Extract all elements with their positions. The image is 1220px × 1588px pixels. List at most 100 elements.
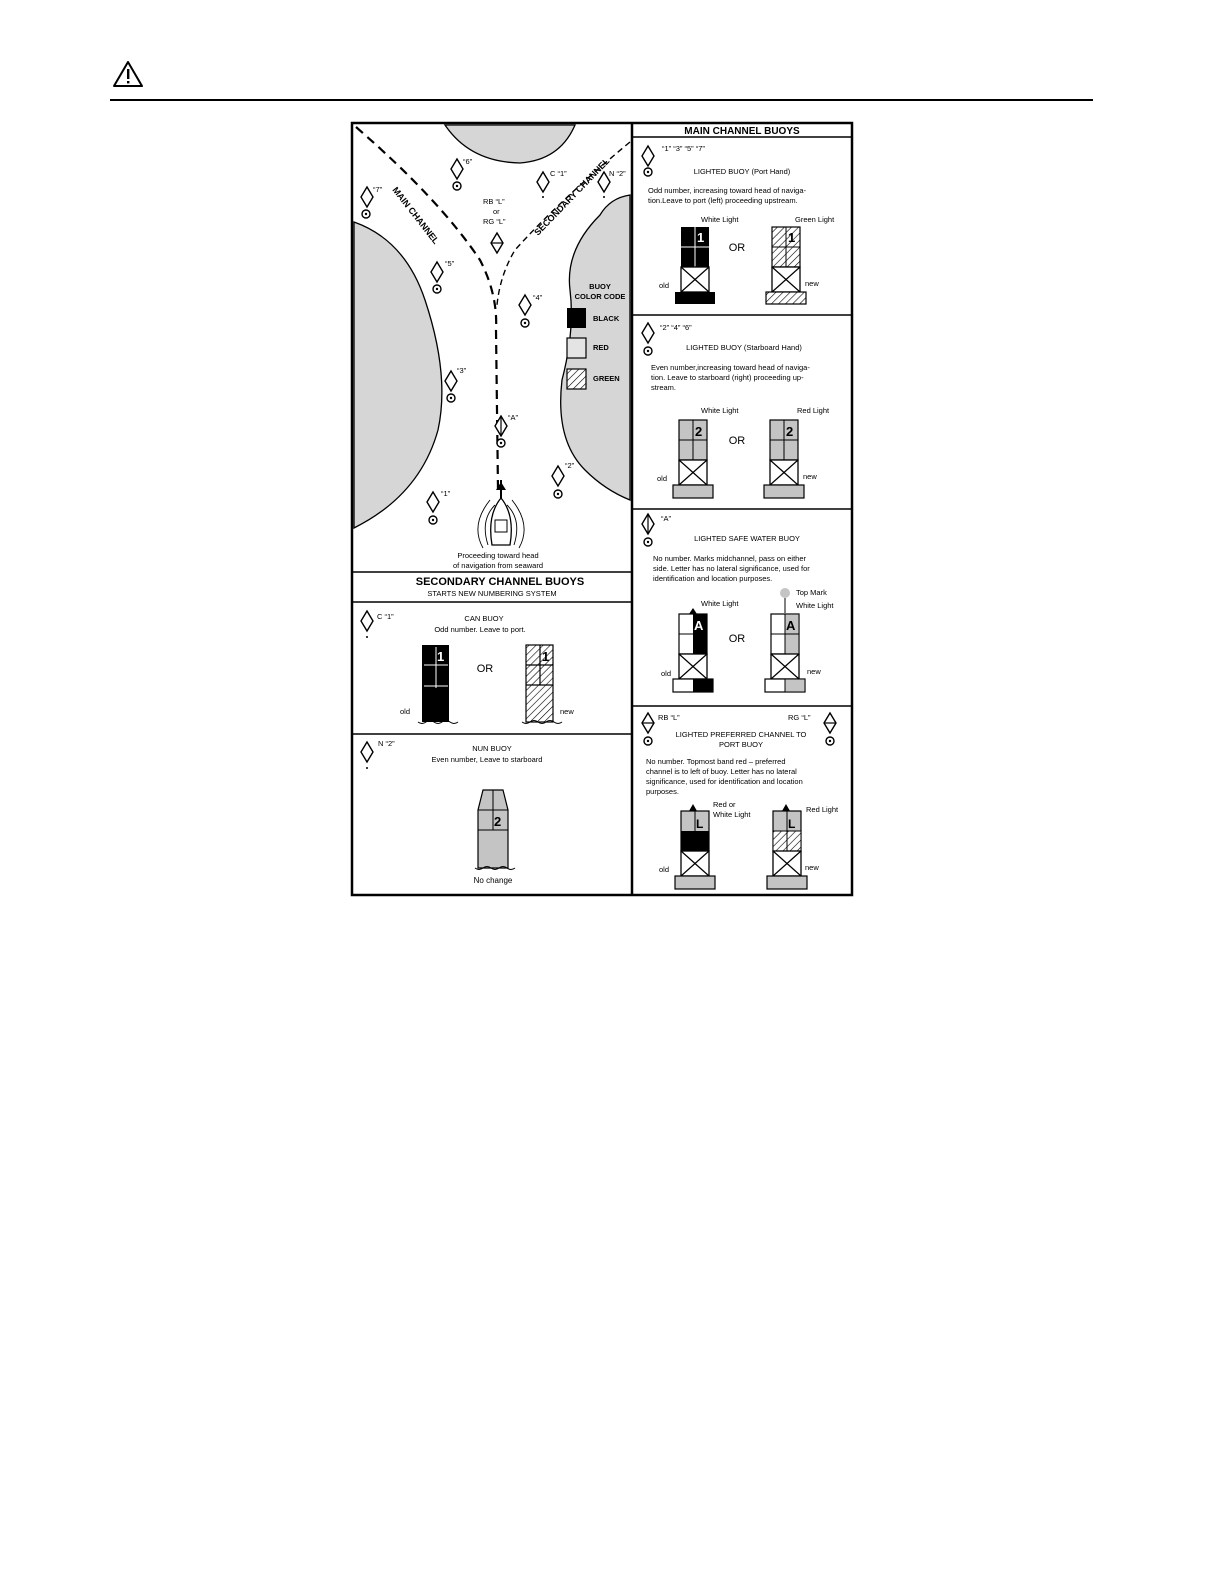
can-buoy-panel: C “1” CAN BUOY Odd number. Leave to port… — [360, 610, 574, 724]
secondary-title: SECONDARY CHANNEL BUOYS — [416, 576, 585, 588]
port-or: OR — [729, 242, 746, 254]
starboard-new-label: new — [803, 472, 817, 481]
port-new-number: 1 — [788, 230, 795, 245]
starboard-light-old: White Light — [701, 406, 739, 415]
warning-triangle-icon — [113, 61, 143, 87]
starboard-name: LIGHTED BUOY (Starboard Hand) — [686, 343, 802, 352]
legend-title: BUOY — [589, 282, 611, 291]
can-desc: Odd number. Leave to port. — [434, 625, 525, 634]
preferred-old-letter: L — [696, 817, 703, 831]
land-top — [443, 124, 576, 164]
nun-code: N “2” — [378, 739, 395, 748]
legend-red-swatch — [566, 337, 587, 359]
nun-name: NUN BUOY — [472, 744, 512, 753]
safe-desc-3: identification and location purposes. — [653, 574, 772, 583]
buoy-7-label: “7” — [373, 185, 383, 194]
preferred-light-new: Red Light — [806, 805, 839, 814]
starboard-new-number: 2 — [786, 424, 793, 439]
buoy-n2-label: N “2” — [609, 169, 626, 178]
starboard-light-new: Red Light — [797, 406, 830, 415]
preferred-new-letter: L — [788, 817, 795, 831]
safe-new-label: new — [807, 667, 821, 676]
nun-number: 2 — [494, 814, 501, 829]
port-codes: “1” “3” “5” “7” — [662, 144, 705, 153]
secondary-channel-line — [496, 141, 631, 306]
port-desc-1: Odd number, increasing toward head of na… — [648, 186, 807, 195]
nun-no-change: No change — [474, 876, 513, 885]
buoy-2-label: “2” — [565, 461, 575, 470]
preferred-rg: RG “L” — [788, 713, 811, 722]
map-caption-1: Proceeding toward head — [457, 551, 538, 560]
starboard-hand-panel: “2” “4” “6” LIGHTED BUOY (Starboard Hand… — [641, 322, 830, 499]
preferred-desc-3: significance, used for identification an… — [646, 777, 803, 786]
preferred-light-old-1: Red or — [713, 800, 736, 809]
map-caption-2: of navigation from seaward — [453, 561, 543, 570]
preferred-desc-2: channel is to left of buoy. Letter has n… — [646, 767, 797, 776]
legend-green-swatch — [566, 368, 587, 390]
safe-water-panel: “A” LIGHTED SAFE WATER BUOY No number. M… — [641, 513, 834, 693]
secondary-subtitle: STARTS NEW NUMBERING SYSTEM — [427, 589, 556, 598]
boat-icon — [477, 480, 525, 549]
can-new-number: 1 — [542, 649, 549, 664]
safe-topmark: Top Mark — [796, 588, 827, 597]
nun-buoy-panel: N “2” NUN BUOY Even number, Leave to sta… — [360, 739, 543, 885]
safe-new-letter: A — [786, 618, 796, 633]
can-or: OR — [477, 663, 494, 675]
can-new-label: new — [560, 707, 574, 716]
port-new-label: new — [805, 279, 819, 288]
preferred-new-label: new — [805, 863, 819, 872]
can-code: C “1” — [377, 612, 394, 621]
legend-red: RED — [593, 343, 609, 352]
starboard-desc-2: tion. Leave to starboard (right) proceed… — [651, 373, 804, 382]
buoy-5-label: “5” — [445, 259, 455, 268]
safe-or: OR — [729, 633, 746, 645]
buoy-a-label: “A” — [508, 413, 519, 422]
safe-old-letter: A — [694, 618, 704, 633]
starboard-old-label: old — [657, 474, 667, 483]
buoy-c1-label: C “1” — [550, 169, 567, 178]
land-right — [560, 194, 631, 501]
can-name: CAN BUOY — [464, 614, 503, 623]
or-label: or — [493, 207, 500, 216]
starboard-or: OR — [729, 435, 746, 447]
nun-desc: Even number, Leave to starboard — [432, 755, 543, 764]
port-light-new: Green Light — [795, 215, 835, 224]
buoy-3-label: “3” — [457, 366, 467, 375]
preferred-desc-1: No number. Topmost band red – preferred — [646, 757, 786, 766]
safe-name: LIGHTED SAFE WATER BUOY — [694, 534, 800, 543]
starboard-old-number: 2 — [695, 424, 702, 439]
port-desc-2: tion.Leave to port (left) proceeding ups… — [648, 196, 798, 205]
main-channel-line — [355, 126, 500, 491]
buoy-6-label: “6” — [463, 157, 473, 166]
preferred-desc-4: purposes. — [646, 787, 679, 796]
preferred-name-2: PORT BUOY — [719, 740, 763, 749]
preferred-light-old-2: White Light — [713, 810, 751, 819]
starboard-desc-3: stream. — [651, 383, 676, 392]
legend-black: BLACK — [593, 314, 620, 323]
main-title: MAIN CHANNEL BUOYS — [684, 126, 800, 137]
port-light-old: White Light — [701, 215, 739, 224]
safe-code: “A” — [661, 514, 672, 523]
safe-desc-1: No number. Marks midchannel, pass on eit… — [653, 554, 806, 563]
safe-desc-2: side. Letter has no lateral significance… — [653, 564, 810, 573]
preferred-name-1: LIGHTED PREFERRED CHANNEL TO — [676, 730, 807, 739]
safe-light-new: White Light — [796, 601, 834, 610]
rg-l-label: RG “L” — [483, 217, 506, 226]
safe-light-old: White Light — [701, 599, 739, 608]
land-left — [353, 221, 443, 530]
preferred-rb: RB “L” — [658, 713, 680, 722]
can-old-label: old — [400, 707, 410, 716]
safe-old-label: old — [661, 669, 671, 678]
preferred-old-label: old — [659, 865, 669, 874]
header-rule — [110, 99, 1093, 101]
port-old-number: 1 — [697, 230, 704, 245]
starboard-codes: “2” “4” “6” — [660, 323, 692, 332]
rb-l-label: RB “L” — [483, 197, 505, 206]
port-old-label: old — [659, 281, 669, 290]
buoy-1-label: “1” — [441, 489, 451, 498]
legend-green: GREEN — [593, 374, 620, 383]
preferred-channel-panel: RB “L” RG “L” LIGHTED PREFERRED CHANNEL … — [641, 712, 839, 890]
starboard-desc-1: Even number,increasing toward head of na… — [651, 363, 810, 372]
port-name: LIGHTED BUOY (Port Hand) — [694, 167, 791, 176]
